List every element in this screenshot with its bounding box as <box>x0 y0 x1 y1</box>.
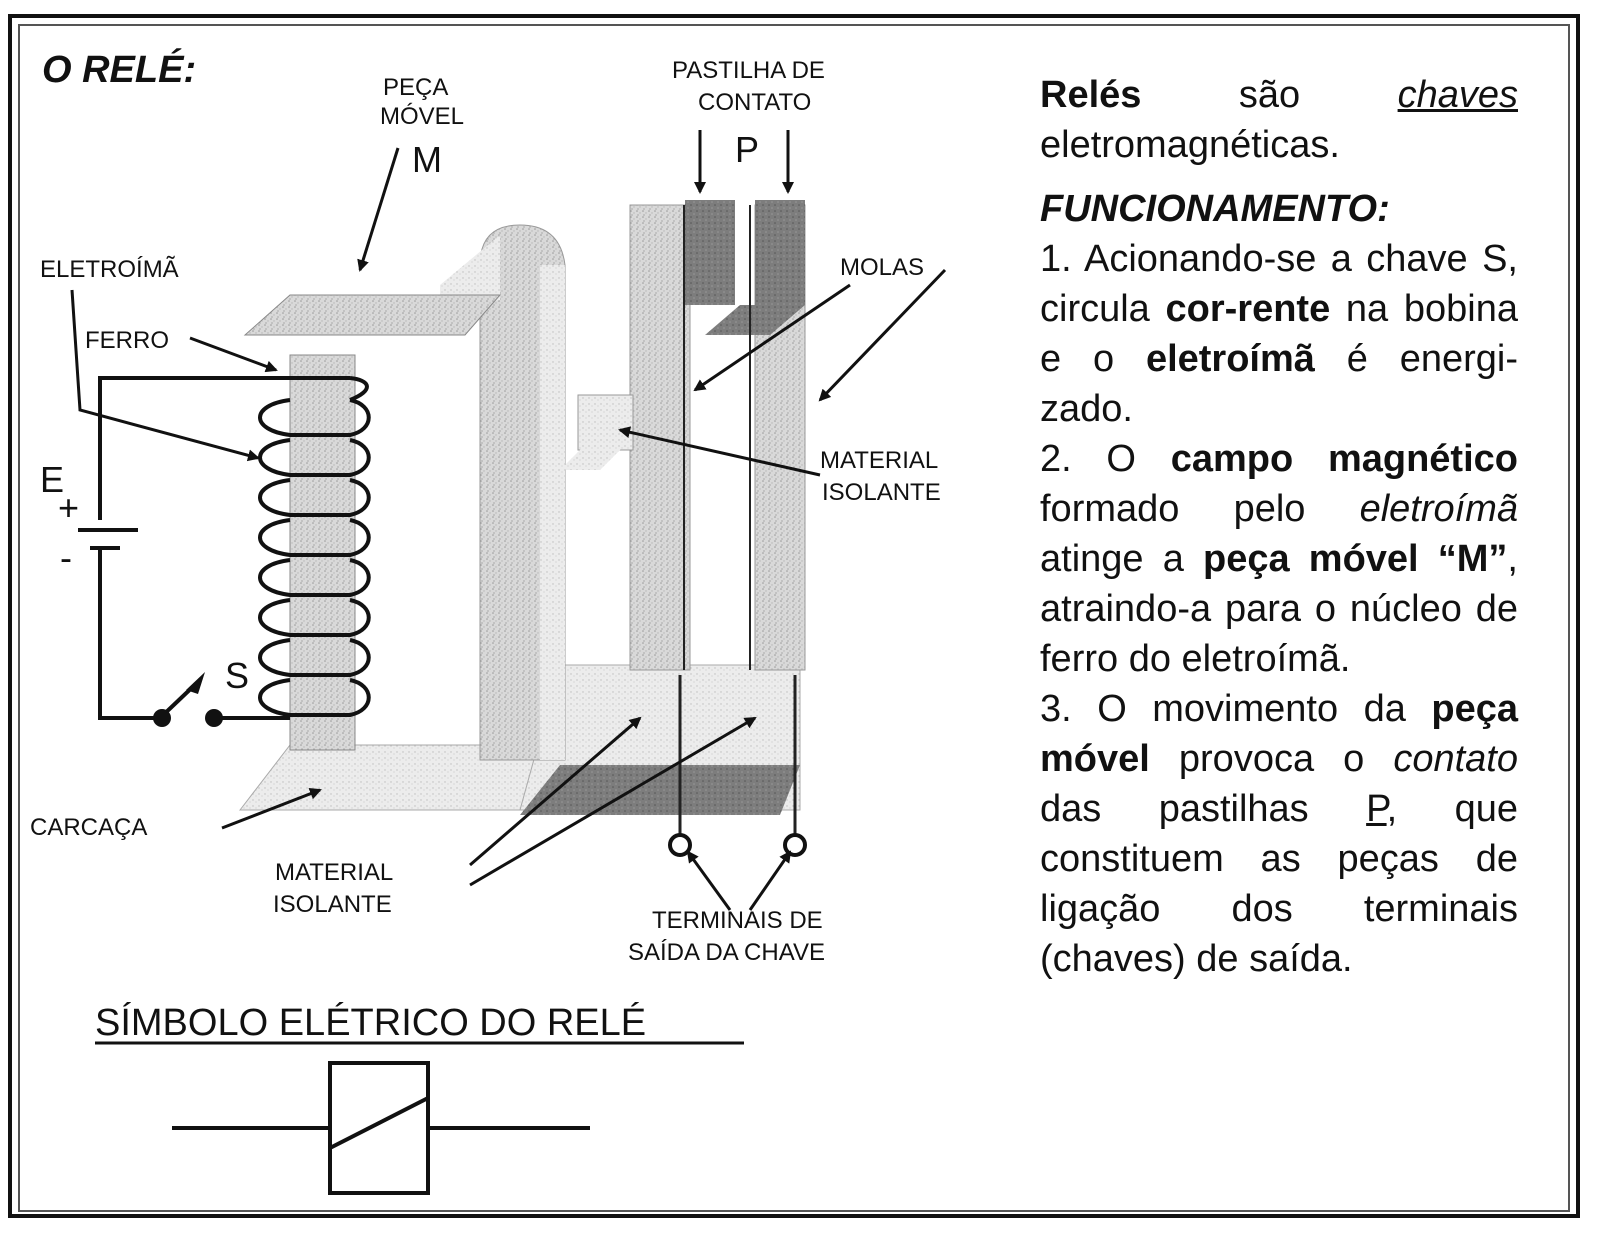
step-1: 1. Acionando-se a chave S, circula cor-r… <box>1040 238 1518 430</box>
label-eletroima: ELETROÍMÃ <box>40 256 179 283</box>
label-minus: - <box>60 537 72 578</box>
label-ferro: FERRO <box>85 327 169 354</box>
label-material-top-1: MATERIAL <box>820 447 938 474</box>
terminal-right <box>783 833 807 857</box>
symbol-title: SÍMBOLO ELÉTRICO DO RELÉ <box>95 1001 646 1044</box>
switch-contact-left <box>153 709 171 727</box>
contact-pad-left <box>685 200 735 305</box>
label-carcaca: CARCAÇA <box>30 814 147 841</box>
insulating-block-side <box>560 440 630 470</box>
label-material-bottom-2: ISOLANTE <box>273 891 392 918</box>
switch-contact-right <box>205 709 223 727</box>
contact-shadow <box>705 305 805 335</box>
label-pastilha-2: CONTATO <box>698 89 811 116</box>
coil <box>258 376 371 717</box>
label-material-top-2: ISOLANTE <box>822 479 941 506</box>
label-m: M <box>412 139 442 180</box>
base-shadow <box>520 765 800 815</box>
relay-symbol <box>172 1061 590 1195</box>
label-terminais-2: SAÍDA DA CHAVE <box>628 939 825 966</box>
contact-pad-right <box>755 200 805 305</box>
label-material-bottom-1: MATERIAL <box>275 859 393 886</box>
label-e: E <box>40 459 64 500</box>
label-plus: + <box>58 487 79 528</box>
label-peca-1: PEÇA <box>383 74 448 101</box>
section-heading: FUNCIONAMENTO: <box>1040 188 1390 230</box>
intro-paragraph: Relés são chaves eletromagnéticas. <box>1040 74 1518 166</box>
step-2: 2. O campo magnético formado pelo eletro… <box>1040 438 1518 680</box>
carcass-arm-edge <box>540 265 565 760</box>
label-terminais-1: TERMINAIS DE <box>652 907 823 934</box>
carcass-arm-side <box>440 235 500 310</box>
description-text: Relés são chaves eletromagnéticas. FUNCI… <box>1040 70 1518 984</box>
label-s: S <box>225 655 249 696</box>
label-p: P <box>735 129 759 170</box>
leader-arrows <box>70 130 947 911</box>
label-molas: MOLAS <box>840 254 924 281</box>
label-pastilha-1: PASTILHA DE <box>672 57 825 84</box>
label-peca-2: MÓVEL <box>380 103 464 130</box>
iron-core <box>289 354 356 751</box>
inner-frame <box>18 24 1570 1212</box>
movable-piece <box>243 294 502 336</box>
terminal-left <box>668 833 692 857</box>
outer-frame <box>8 14 1580 1218</box>
diagram-title: O RELÉ: <box>42 47 196 91</box>
step-3: 3. O movimento da peça móvel provoca o c… <box>1040 688 1518 980</box>
